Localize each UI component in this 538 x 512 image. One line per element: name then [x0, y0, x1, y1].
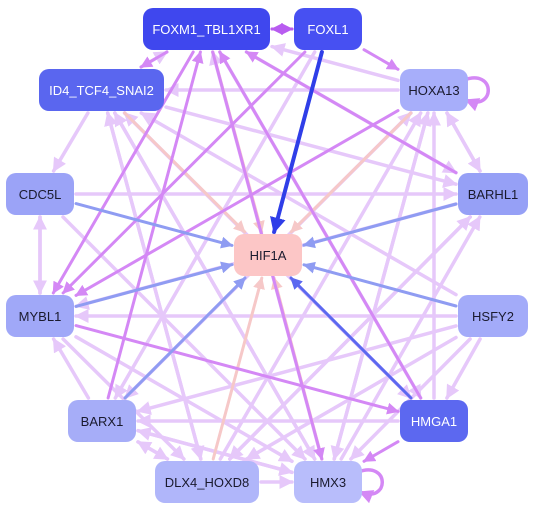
node-hoxa13[interactable]: HOXA13 — [400, 69, 468, 111]
edge-foxl1-to-hif1a — [270, 50, 324, 234]
edge-hsfy2-to-hmga1 — [445, 337, 482, 400]
node-label: DLX4_HOXD8 — [164, 474, 250, 490]
edge-dlx4_hoxd8-to-hoxa13 — [218, 111, 423, 461]
self-loop-edge-hoxa13 — [463, 76, 490, 112]
edge-mybl1-to-hif1a — [74, 261, 234, 308]
node-mybl1[interactable]: MYBL1 — [6, 295, 74, 337]
edge-hoxa13-to-foxm1_tbl1xr1 — [270, 43, 400, 83]
node-label: BARX1 — [80, 413, 124, 429]
edge-hoxa13-to-mybl1 — [74, 109, 400, 297]
edge-hoxa13-to-hif1a — [289, 111, 413, 234]
node-label: CDC5L — [18, 186, 62, 202]
edge-hsfy2-to-hif1a — [302, 261, 458, 308]
edge-hmga1-to-hif1a — [289, 276, 413, 400]
edge-hmga1-to-hmx3 — [362, 440, 400, 463]
node-label: HIF1A — [249, 247, 287, 263]
node-hmga1[interactable]: HMGA1 — [400, 400, 468, 442]
edge-barx1-to-mybl1 — [51, 337, 91, 400]
edge-foxl1-to-hoxa13 — [362, 48, 400, 71]
node-label: FOXM1_TBL1XR1 — [152, 21, 261, 37]
node-label: HMX3 — [309, 474, 347, 490]
node-barx1[interactable]: BARX1 — [68, 400, 136, 442]
edge-foxm1_tbl1xr1-to-mybl1 — [51, 50, 195, 295]
edge-id4_tcf4_snai2-to-barhl1 — [164, 105, 458, 188]
node-dlx4-hoxd8[interactable]: DLX4_HOXD8 — [155, 461, 259, 503]
node-label: HMGA1 — [410, 413, 458, 429]
edge-barhl1-to-hif1a — [302, 202, 458, 249]
node-label: HOXA13 — [408, 82, 460, 98]
edge-foxl1-to-mybl1 — [61, 50, 307, 295]
edge-barhl1-to-foxm1_tbl1xr1 — [244, 50, 458, 175]
node-foxl1[interactable]: FOXL1 — [294, 8, 362, 50]
edge-id4_tcf4_snai2-to-cdc5l — [51, 111, 90, 173]
edge-hoxa13-to-barhl1 — [445, 111, 482, 173]
self-loop-edge-hmx3 — [357, 468, 384, 504]
node-foxm1-tbl1xr1[interactable]: FOXM1_TBL1XR1 — [143, 8, 270, 50]
node-label: FOXL1 — [307, 21, 349, 37]
node-label: ID4_TCF4_SNAI2 — [49, 82, 154, 98]
node-barhl1[interactable]: BARHL1 — [458, 173, 528, 215]
edge-foxl1-to-barx1 — [113, 50, 317, 400]
edge-barx1-to-hif1a — [123, 276, 247, 400]
node-label: BARHL1 — [467, 186, 519, 202]
edge-hmx3-to-barhl1 — [339, 215, 482, 461]
node-label: MYBL1 — [18, 308, 62, 324]
node-hsfy2[interactable]: HSFY2 — [458, 295, 528, 337]
node-hif1a[interactable]: HIF1A — [234, 234, 302, 276]
node-label: HSFY2 — [472, 308, 514, 324]
edge-mybl1-to-hmga1 — [74, 324, 400, 415]
edge-hmx3-to-id4_tcf4_snai2 — [113, 111, 317, 461]
edge-dlx4_hoxd8-to-barx1 — [136, 440, 170, 461]
node-cdc5l[interactable]: CDC5L — [6, 173, 74, 215]
edge-hsfy2-to-id4_tcf4_snai2 — [139, 111, 458, 297]
edge-foxm1_tbl1xr1-to-id4_tcf4_snai2 — [139, 50, 169, 69]
edge-cdc5l-to-hif1a — [74, 202, 234, 249]
node-hmx3[interactable]: HMX3 — [294, 461, 362, 503]
node-id4-tcf4-snai2[interactable]: ID4_TCF4_SNAI2 — [39, 69, 164, 111]
edge-hmga1-to-foxm1_tbl1xr1 — [218, 50, 423, 400]
